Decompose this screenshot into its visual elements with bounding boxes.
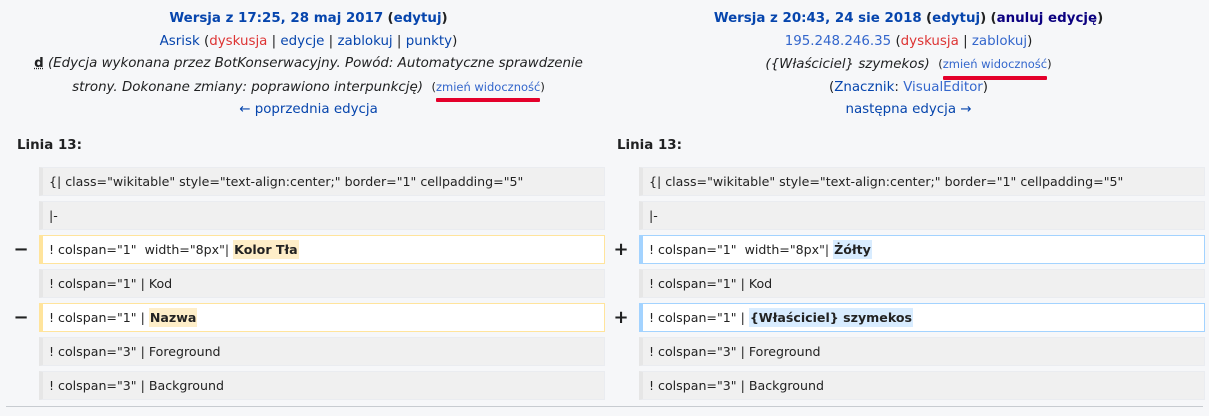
left-paren-close: ) — [441, 11, 448, 26]
deleted-word: Kolor Tła — [233, 240, 299, 259]
right-nav-line: następna edycja → — [604, 99, 1209, 122]
previous-edit-link[interactable]: ← poprzednia edycja — [239, 102, 378, 118]
diff-context-left: ! colspan="3" | Background — [39, 371, 605, 400]
added-word: Żółty — [833, 240, 872, 259]
diff-context-left: {| class="wikitable" style="text-align:c… — [39, 167, 605, 196]
added-line-marker: + — [613, 239, 629, 260]
left-revision-header: Wersja z 17:25, 28 maj 2017 (edytuj) Asr… — [0, 8, 617, 122]
diff-context-right: ! colspan="3" | Foreground — [639, 337, 1205, 366]
left-user-block-link[interactable]: zablokuj — [337, 33, 393, 49]
left-revision-title-line: Wersja z 17:25, 28 maj 2017 (edytuj) — [0, 8, 617, 31]
left-visibility-annotation — [435, 98, 541, 103]
right-user-talk-link[interactable]: dyskusja — [900, 33, 959, 49]
tag-visualeditor-link[interactable]: VisualEditor — [903, 79, 983, 95]
right-edit-link[interactable]: edytuj — [932, 11, 981, 26]
undo-edit-link[interactable]: anuluj edycję — [996, 11, 1098, 26]
right-comment-line: ({Właściciel} szymekos) (zmień widocznoś… — [604, 53, 1209, 80]
diff-context-left: ! colspan="3" | Foreground — [39, 337, 605, 366]
added-line-marker: + — [613, 307, 629, 328]
left-paren-open: ( — [387, 11, 394, 26]
left-comment-line2: strony. Dokonane zmiany: poprawiono inte… — [72, 79, 423, 95]
diff-context-right: |- — [639, 201, 1205, 230]
left-nav-line: ← poprzednia edycja — [0, 99, 617, 122]
left-user-talk-link[interactable]: dyskusja — [209, 33, 268, 49]
minor-edit-flag: d — [34, 56, 44, 72]
deleted-line-marker: − — [13, 307, 29, 328]
left-comment-line1: (Edycja wykonana przez BotKonserwacyjny.… — [47, 56, 583, 72]
left-revision-title[interactable]: Wersja z 17:25, 28 maj 2017 — [169, 11, 384, 26]
right-line-number: Linia 13: — [617, 138, 682, 153]
right-visibility-annotation — [942, 75, 1048, 80]
right-user-block-link[interactable]: zablokuj — [971, 33, 1028, 49]
left-edit-comment: d (Edycja wykonana przez BotKonserwacyjn… — [0, 53, 617, 76]
left-line-number: Linia 13: — [17, 138, 82, 153]
left-edit-comment-cont: strony. Dokonane zmiany: poprawiono inte… — [0, 76, 617, 103]
diff-context-right: {| class="wikitable" style="text-align:c… — [639, 167, 1205, 196]
diff-deleted-line: ! colspan="1" width="8px"| Kolor Tła — [39, 235, 605, 264]
bottom-divider — [6, 406, 1203, 407]
tag-label-link[interactable]: Znacznik — [834, 79, 895, 95]
deleted-line-text: ! colspan="1" | — [49, 310, 149, 325]
right-tag-line: (Znacznik: VisualEditor) — [828, 79, 989, 95]
left-user-contribs-link[interactable]: edycje — [280, 33, 325, 49]
left-user-points-link[interactable]: punkty — [405, 33, 453, 49]
diff-added-line: ! colspan="1" width="8px"| Żółty — [639, 235, 1205, 264]
right-revision-header: Wersja z 20:43, 24 sie 2018 (edytuj) (an… — [604, 8, 1209, 122]
right-user-line: 195.248.246.35 (dyskusja | zablokuj) — [784, 33, 1033, 49]
added-line-text: ! colspan="1" | — [649, 310, 749, 325]
deleted-line-marker: − — [13, 239, 29, 260]
next-edit-link[interactable]: następna edycja → — [845, 102, 972, 118]
left-user-line: Asrisk (dyskusja | edycje | zablokuj | p… — [159, 33, 458, 49]
diff-context-right: ! colspan="1" | Kod — [639, 269, 1205, 298]
deleted-line-text: ! colspan="1" width="8px"| — [49, 242, 234, 257]
right-revision-title[interactable]: Wersja z 20:43, 24 sie 2018 — [713, 11, 922, 26]
added-word: {Właściciel} szymekos — [748, 308, 914, 327]
left-visibility-link[interactable]: zmień widoczność — [435, 79, 541, 94]
right-edit-comment: ({Właściciel} szymekos) — [765, 57, 930, 73]
diff-context-left: ! colspan="1" | Kod — [39, 269, 605, 298]
right-user-link[interactable]: 195.248.246.35 — [784, 33, 892, 49]
left-edit-link[interactable]: edytuj — [393, 11, 442, 26]
right-revision-title-line: Wersja z 20:43, 24 sie 2018 (edytuj) (an… — [713, 11, 1104, 26]
diff-added-line: ! colspan="1" | {Właściciel} szymekos — [639, 303, 1205, 332]
left-user-link[interactable]: Asrisk — [159, 33, 200, 49]
deleted-word: Nazwa — [148, 308, 198, 327]
right-visibility-link[interactable]: zmień widoczność — [942, 57, 1048, 72]
added-line-text: ! colspan="1" width="8px"| — [649, 242, 834, 257]
diff-context-left: |- — [39, 201, 605, 230]
diff-deleted-line: ! colspan="1" | Nazwa — [39, 303, 605, 332]
diff-context-right: ! colspan="3" | Background — [639, 371, 1205, 400]
